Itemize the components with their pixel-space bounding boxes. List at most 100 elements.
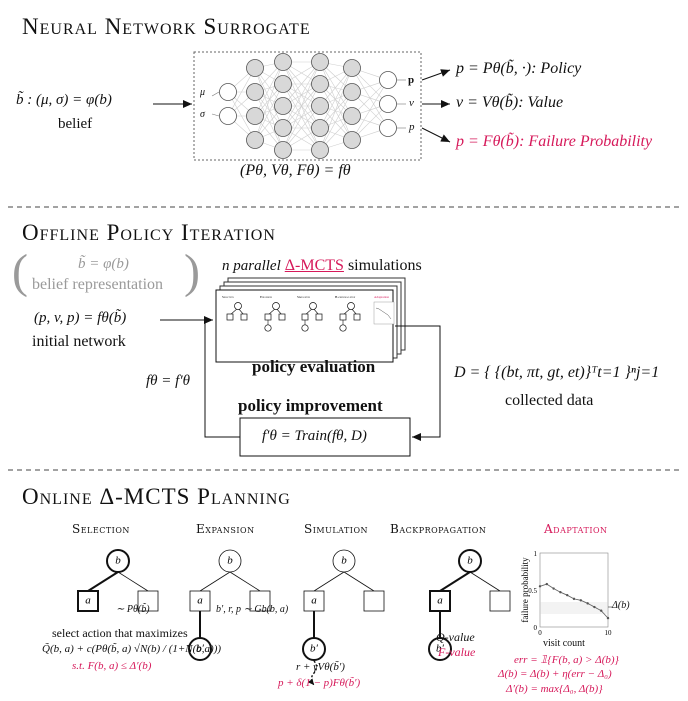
- input-sigma-label: σ: [200, 109, 205, 120]
- network-edge: [319, 67, 353, 129]
- chart-ytick: 0: [534, 624, 538, 632]
- network-node: [311, 53, 329, 71]
- failure-output: p = Fθ(b̃): Failure Probability: [456, 133, 653, 150]
- tree-root-label: b: [341, 555, 347, 567]
- network-box: [193, 51, 422, 161]
- backprop-f: F-value: [438, 645, 476, 659]
- tree-leaf-node: [302, 637, 326, 661]
- network-edge: [282, 61, 321, 151]
- input-mu-label: μ: [200, 87, 206, 98]
- tree-root-node: [458, 549, 482, 573]
- chart-point: [545, 582, 548, 586]
- network-edge: [319, 61, 353, 141]
- sims-label-pre: n parallel: [222, 258, 281, 274]
- simulation-failure: p + δ(1 − p)Fθ(b̃′): [278, 677, 361, 689]
- value-output: v = Vθ(b̃): Value: [456, 94, 564, 111]
- mini-action: [301, 313, 309, 321]
- tree-root-node: [332, 549, 356, 573]
- network-node: [246, 107, 264, 125]
- network-edge: [351, 79, 389, 141]
- output-p-label: p: [408, 74, 415, 86]
- data-math: D = { {(bt, πt, gt, et)}ᵀt=1 }ⁿj=1: [454, 364, 660, 381]
- network-node: [379, 95, 397, 113]
- step-expansion: Expansion: [196, 522, 255, 536]
- belief-repr-math: b̃ = φ(b): [78, 256, 129, 272]
- mini-root: [347, 302, 355, 310]
- network-node: [379, 71, 397, 89]
- tree-leaf-node: [428, 637, 452, 661]
- tree-action-node: [363, 590, 385, 612]
- sims-label: n parallel Δ-MCTS simulations: [222, 257, 422, 275]
- network-node: [219, 107, 237, 125]
- rollout-arrow: [307, 660, 318, 686]
- chart-point: [593, 605, 596, 609]
- network-node: [219, 83, 237, 101]
- network-node: [274, 119, 292, 137]
- network-edge: [227, 67, 256, 117]
- chart-point: [552, 587, 555, 590]
- network-node: [343, 107, 361, 125]
- chart-point: [586, 602, 589, 605]
- belief-repr-label: belief representation: [32, 276, 164, 293]
- mini-action: [240, 313, 248, 321]
- mini-root: [309, 302, 317, 310]
- mini-step-label: Simulation: [297, 295, 311, 299]
- tree-action-label: a: [85, 595, 91, 607]
- mini-root: [272, 302, 280, 310]
- tree-edge: [439, 571, 471, 592]
- tree-action-node: [137, 590, 159, 612]
- tree-edge: [313, 571, 345, 592]
- section-title-surrogate: Neural Network Surrogate: [22, 14, 311, 39]
- policy-evaluation-label: policy evaluation: [252, 357, 376, 376]
- tree-edge: [229, 571, 261, 592]
- tree-action-node: [249, 590, 271, 612]
- network-node: [343, 131, 361, 149]
- network-edge: [319, 83, 353, 141]
- selection-text: select action that maximizes: [52, 626, 188, 640]
- adapt-delta: Δ(b) = Δ(b) + η(err − Δ₀): [498, 668, 612, 680]
- network-edge: [319, 61, 353, 117]
- step-simulation: Simulation: [304, 522, 369, 536]
- belief-math: b̃ : (μ, σ) = φ(b): [16, 92, 112, 108]
- tree-action-node: [489, 590, 511, 612]
- expansion-text: b′, r, p ∼ Gb(b, a): [216, 604, 289, 615]
- mini-step-label: Selection: [222, 295, 234, 299]
- train-box: [239, 417, 411, 457]
- network-edge: [319, 67, 353, 151]
- chart-point: [579, 599, 582, 602]
- train-math: f′θ = Train(fθ, D): [262, 428, 367, 444]
- tree-edge: [469, 571, 501, 592]
- network-node: [274, 141, 292, 159]
- mini-leaf: [339, 324, 347, 332]
- backprop-q: Q-value: [436, 630, 475, 644]
- adapt-deltaprime: Δ′(b) = max{Δ₀, Δ(b)}: [506, 683, 603, 695]
- network-node: [311, 97, 329, 115]
- chart-ytick: 0.5: [528, 587, 537, 595]
- tree-action-node: [77, 590, 99, 612]
- chart-frame: [539, 552, 609, 628]
- chart-ylabel: failure probability: [520, 557, 530, 623]
- mini-chart-frame: [373, 301, 395, 325]
- policy-arrow: [421, 69, 451, 81]
- tree-root-node: [218, 549, 242, 573]
- chart-ytick: 1: [534, 550, 538, 558]
- tree-edge: [117, 571, 149, 592]
- tree-root-label: b: [115, 555, 121, 567]
- data-label: collected data: [505, 392, 594, 409]
- tree-action-label: a: [197, 595, 203, 607]
- mini-root: [234, 302, 242, 310]
- mini-action: [315, 313, 323, 321]
- step-adaptation: Adaptation: [544, 522, 608, 536]
- network-node: [246, 59, 264, 77]
- network-node: [311, 141, 329, 159]
- output-v-label: v: [409, 97, 414, 109]
- network-node: [379, 119, 397, 137]
- network-edge: [254, 91, 284, 151]
- mini-step-label: Expansion: [260, 295, 273, 299]
- step-backpropagation: Backpropagation: [390, 522, 487, 536]
- chart-point: [572, 597, 576, 601]
